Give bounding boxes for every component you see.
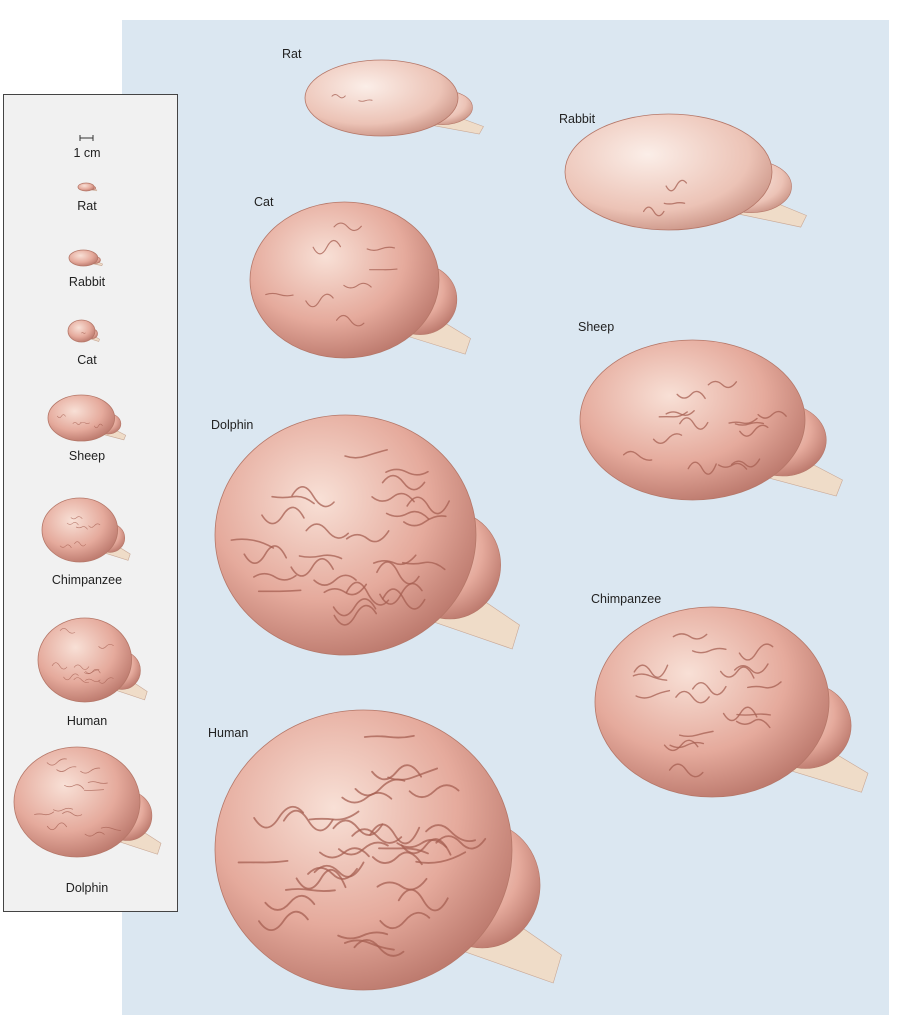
brain-cat-small	[67, 319, 100, 343]
brain-dolphin	[214, 414, 520, 656]
label-chimpanzee: Chimpanzee	[591, 592, 662, 606]
scale-label-rabbit: Rabbit	[68, 275, 106, 289]
brain-rat-small	[77, 182, 98, 192]
scale-bar-icon	[79, 135, 94, 141]
label-human: Human	[208, 726, 249, 740]
scale-label-dolphin: Dolphin	[65, 881, 109, 895]
label-rabbit: Rabbit	[559, 112, 596, 126]
scale-label-cat: Cat	[77, 353, 97, 367]
scale-label-rat: Rat	[77, 199, 97, 213]
scale-label-human: Human	[66, 714, 108, 728]
brain-rat	[304, 59, 484, 137]
brain-rabbit	[564, 113, 807, 231]
brain-rabbit-small	[68, 249, 104, 267]
brain-human-small	[37, 617, 148, 703]
brain-cat	[249, 201, 471, 359]
brain-sheep	[579, 339, 843, 501]
scale-label-sheep: Sheep	[68, 449, 106, 463]
label-dolphin: Dolphin	[211, 418, 254, 432]
scale-bar-label: 1 cm	[73, 146, 101, 160]
label-rat: Rat	[282, 47, 302, 61]
brain-sheep-small	[47, 394, 127, 442]
label-sheep: Sheep	[578, 320, 615, 334]
brain-dolphin-small	[13, 746, 162, 858]
scale-label-chimpanzee: Chimpanzee	[51, 573, 123, 587]
brain-chimpanzee	[594, 606, 869, 798]
brain-human	[214, 709, 562, 991]
brain-chimpanzee-small	[41, 497, 131, 563]
label-cat: Cat	[254, 195, 274, 209]
